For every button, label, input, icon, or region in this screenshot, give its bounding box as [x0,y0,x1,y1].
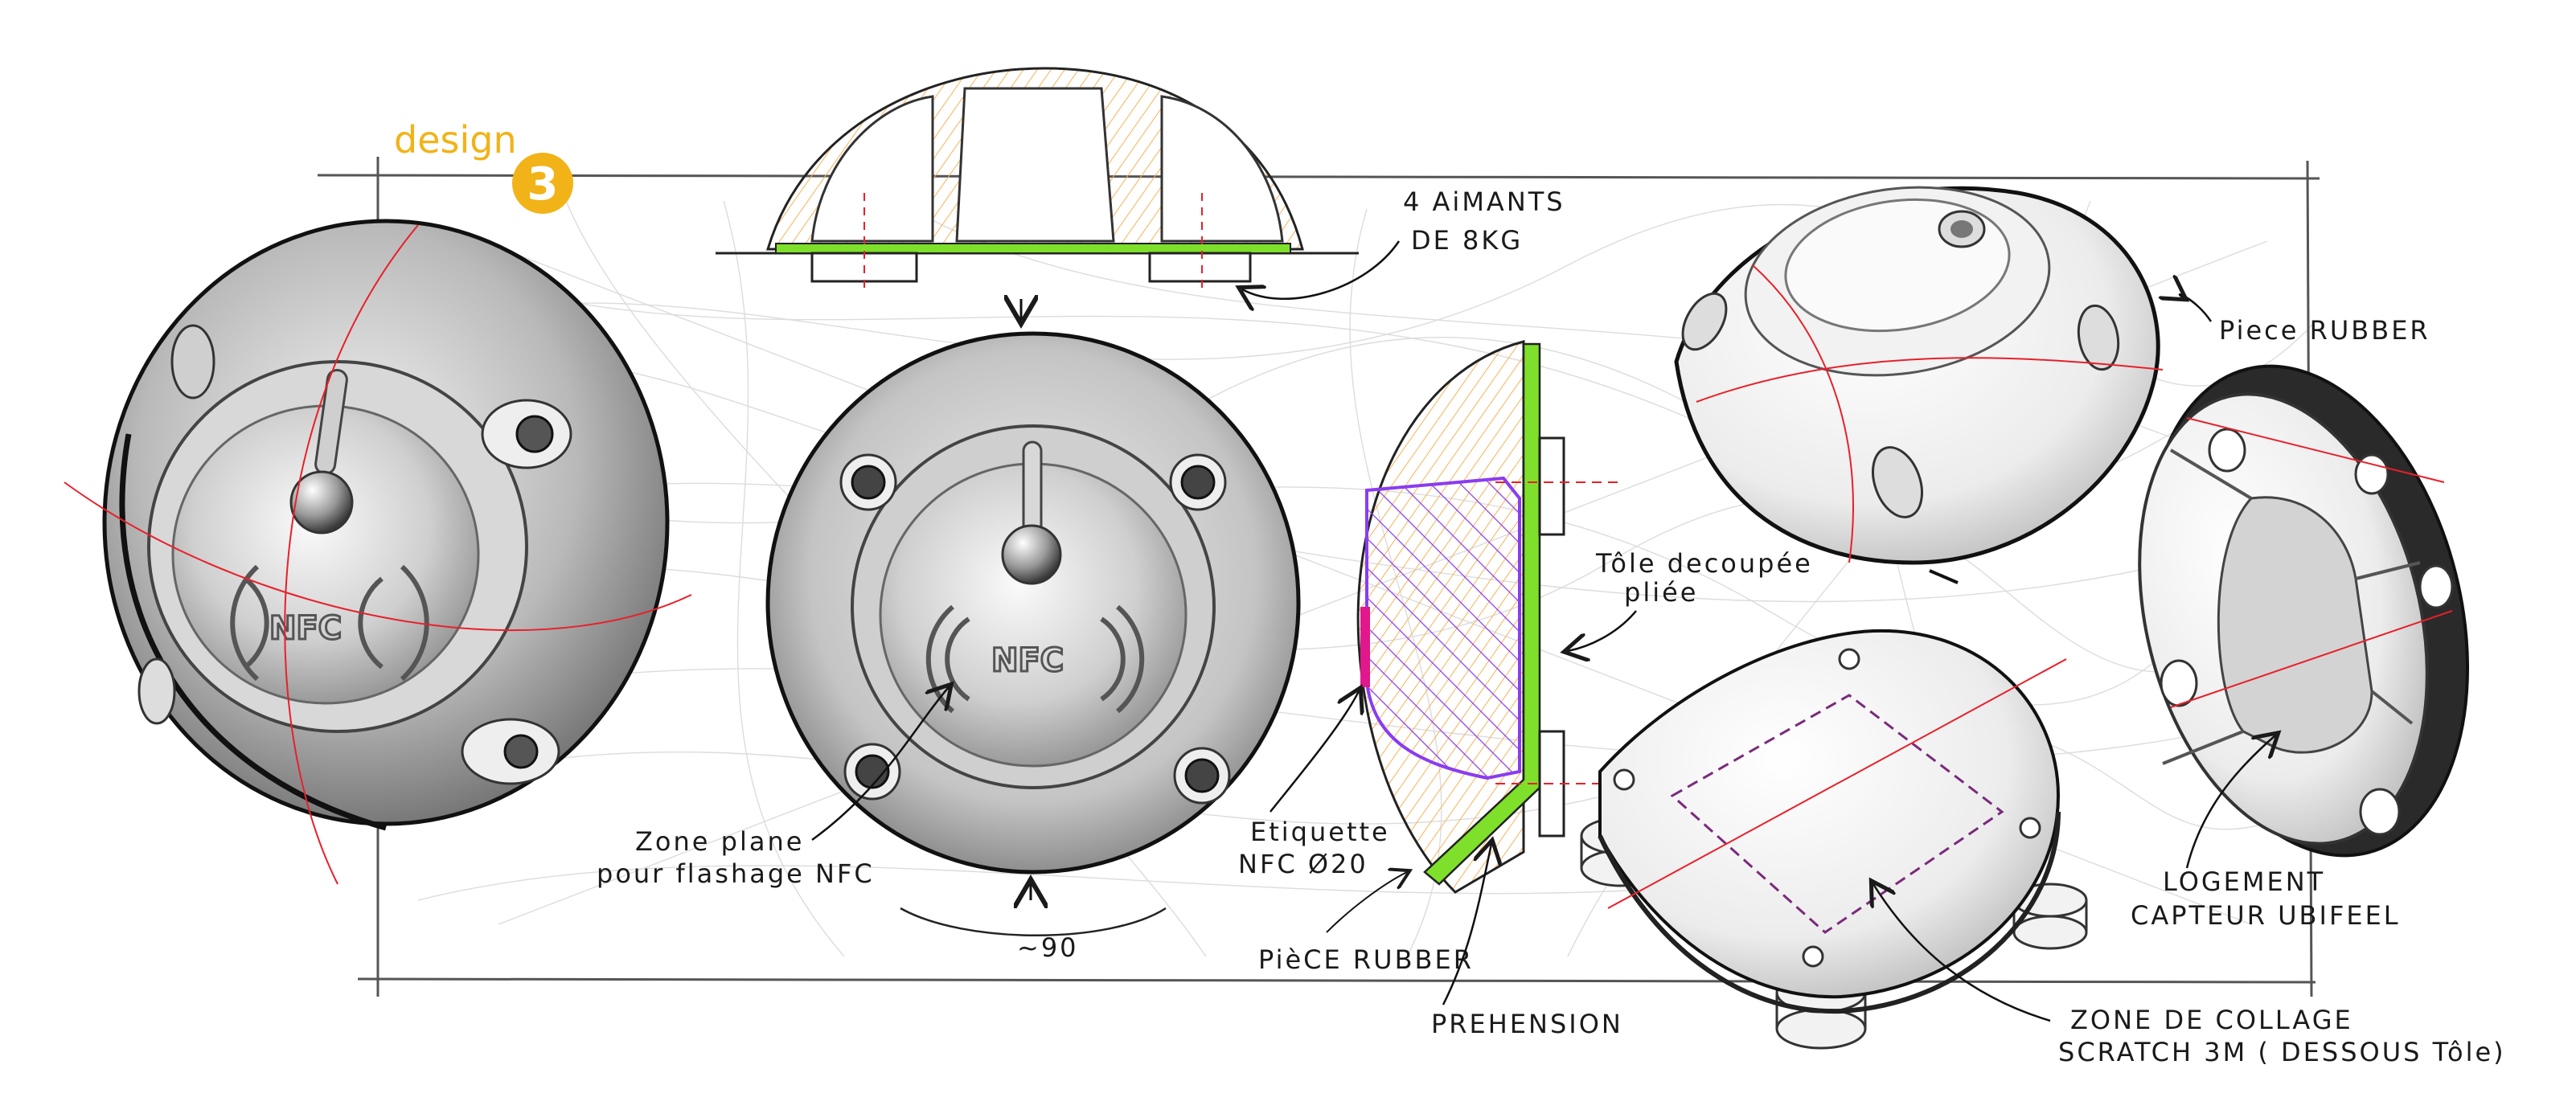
glue-zone-outline [1670,694,2004,934]
screw-front-tl [839,453,897,511]
sheet-metal-side [1423,342,1541,886]
label-rubber-piece-bottom: PièCE RUBBER [1258,944,1474,975]
label-sensor-1: LOGEMENT [2163,866,2325,897]
device-underside-view [2138,364,2470,858]
label-sheet-1: Tôle decoupée [1595,548,1813,579]
design-logo: design 3 [394,118,573,214]
label-sheet-2: pliée [1624,577,1698,608]
screw-front-bl [843,743,901,801]
logo-number: 3 [527,158,559,211]
logo-badge [512,153,573,214]
label-glue-1: ZONE DE COLLAGE [2070,1005,2353,1035]
screw-front-tr [1169,453,1227,511]
logo-word: design [394,118,517,162]
sheet-metal-top [775,243,1291,254]
label-grip: PREHENSION [1431,1009,1623,1039]
nfc-text-left: NFC [269,610,342,647]
magnet-top-right [1148,252,1252,283]
label-nfc-tag-2: NFC Ø20 [1238,849,1368,879]
magnet-screw-left-bottom [461,718,560,785]
device-front-view: NFC [765,299,1301,936]
top-section-view [716,67,1359,289]
label-glue-2: SCRATCH 3M ( DESSOUS Tôle) [2058,1037,2506,1067]
magnet-side-top [1538,436,1565,536]
screw-front-br [1173,747,1231,805]
side-section-view [1356,340,1624,894]
label-flat-zone-1: Zone plane [635,826,804,857]
device-back-perspective [1674,186,2164,584]
device-three-quarter-view: NFC [64,219,692,885]
label-diameter: ~90 [1017,932,1079,963]
nfc-text-front: NFC [991,642,1064,679]
magnet-screw-left-top [481,399,572,469]
label-rubber-piece-top: Piece RUBBER [2219,315,2430,346]
label-sensor-2: CAPTEUR UBIFEEL [2131,900,2401,931]
label-magnets-1: 4 AiMANTS [1403,186,1565,217]
annotations: 4 AiMANTS DE 8KG Piece RUBBER Tôle decou… [597,186,2506,1067]
nfc-cavity-section [1365,476,1521,780]
nfc-tag-section [1360,607,1370,687]
label-nfc-tag-1: Etiquette [1250,817,1390,847]
label-flat-zone-2: pour flashage NFC [597,858,875,889]
sheet-plate-view [1580,629,2088,1050]
label-magnets-2: DE 8KG [1411,225,1523,256]
